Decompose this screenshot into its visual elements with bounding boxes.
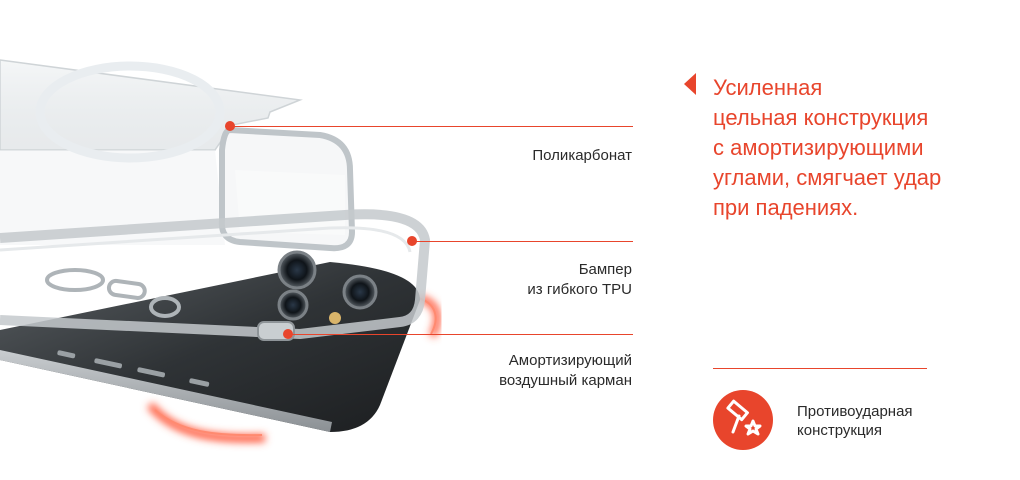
- bumper-button-cutouts: [45, 268, 181, 318]
- callout-label-bumper: Бампер из гибкого TPU: [527, 260, 632, 300]
- tpu-bumper: [0, 209, 430, 339]
- headline-line: углами, смягчает удар: [713, 165, 942, 190]
- callout-label-air-pocket: Амортизирующий воздушный карман: [499, 351, 632, 391]
- phone-body: [0, 262, 420, 432]
- magsafe-ring: [35, 61, 225, 163]
- callout-text: Амортизирующий: [508, 352, 632, 369]
- callout-text: Поликарбонат: [532, 147, 632, 164]
- phone-side-rail: [0, 350, 332, 432]
- badge-text: Противоударная: [797, 403, 913, 420]
- headline-line: Усиленная: [713, 75, 823, 100]
- camera-module: [277, 250, 378, 324]
- headline-line: цельная конструкция: [713, 105, 929, 130]
- callout-line-polycarbonate: [230, 126, 633, 127]
- headline: Усиленная цельная конструкция с амортизи…: [713, 73, 1013, 223]
- headline-line: с амортизирующими: [713, 135, 924, 160]
- hammer-star-icon: [713, 390, 773, 450]
- headline-arrow-icon: [684, 73, 696, 95]
- callout-line-bumper: [412, 241, 633, 242]
- callout-label-polycarbonate: Поликарбонат: [532, 146, 632, 166]
- badge-label: Противоударная конструкция: [797, 402, 913, 440]
- phone-case-illustration: [0, 59, 441, 443]
- callout-line-air-pocket: [288, 334, 633, 335]
- badge-text: конструкция: [797, 422, 883, 439]
- callout-text: Бампер: [578, 261, 632, 278]
- headline-line: при падениях.: [713, 195, 859, 220]
- corner-glow-bottom: [146, 402, 266, 443]
- callout-text: воздушный карман: [499, 372, 632, 389]
- callout-text: из гибкого TPU: [527, 281, 632, 298]
- section-divider: [713, 368, 927, 369]
